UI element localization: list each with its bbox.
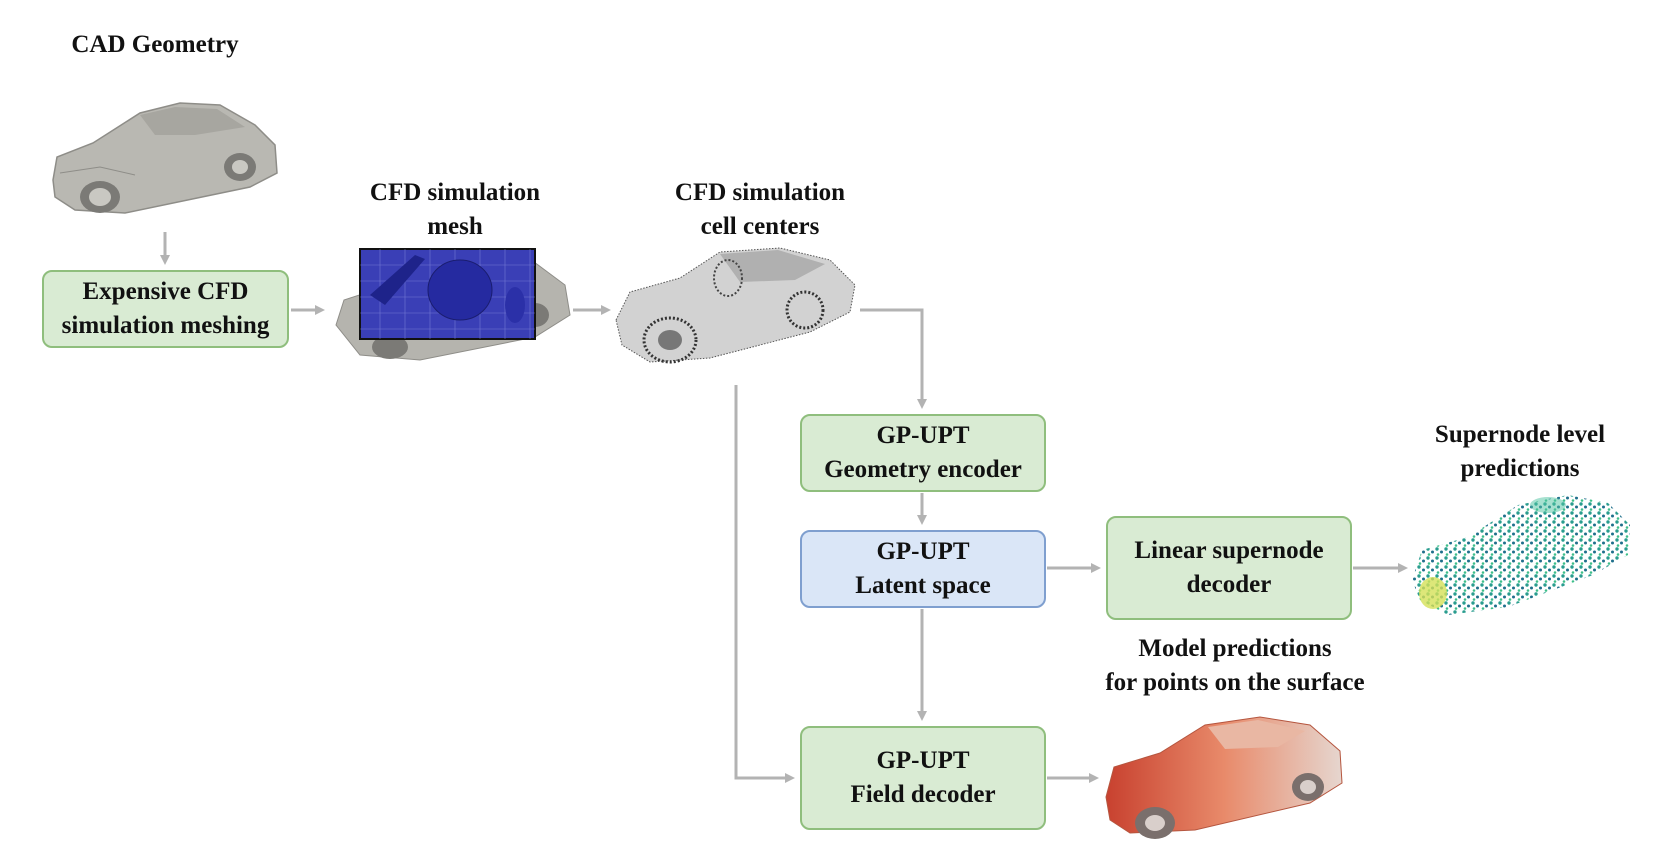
point-cloud-car	[615, 247, 856, 364]
arrow-cells-to-field-decoder	[734, 385, 795, 783]
cad-car-model	[52, 102, 278, 214]
arrow-cells-to-encoder	[860, 308, 927, 409]
mesh-car-model	[335, 248, 571, 361]
surface-prediction-car	[1105, 716, 1343, 839]
supernode-scatter-car	[1412, 495, 1630, 615]
cad-geometry-label: CAD Geometry	[71, 31, 239, 58]
